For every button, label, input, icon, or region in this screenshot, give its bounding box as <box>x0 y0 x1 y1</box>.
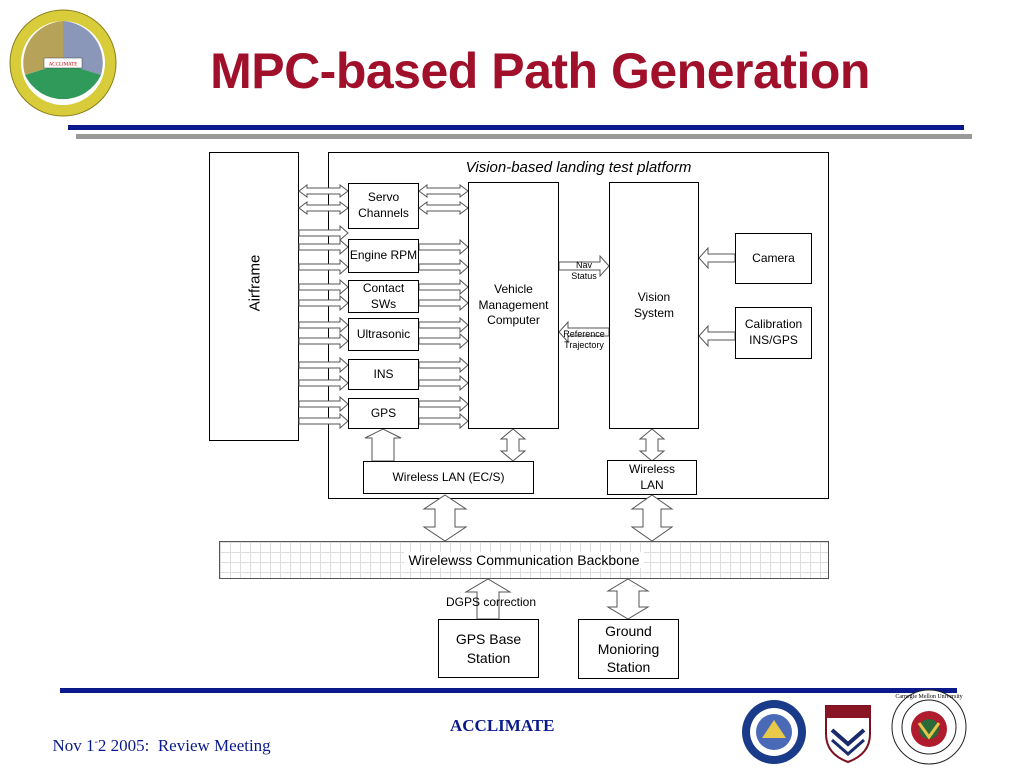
reference-trajectory-label: Reference Trajectory <box>563 329 605 350</box>
footer-date-rest: 2 2005: Review Meeting <box>97 736 271 755</box>
university-seal-2 <box>818 700 878 766</box>
nav-status-arrow <box>558 254 610 278</box>
sensor-vmc-arrows <box>418 238 469 430</box>
gps-base-backbone-arrow <box>464 578 512 620</box>
gps-box: GPS <box>348 398 419 429</box>
vision-wlan-arrow <box>638 428 666 462</box>
wlan-ecs-backbone-arrow <box>422 494 468 542</box>
ultrasonic-box: Ultrasonic <box>348 318 419 351</box>
vision-system-box: Vision System <box>609 182 699 429</box>
seal-3-top-text: Carnegie Mellon University <box>895 694 962 700</box>
ground-backbone-arrow <box>606 578 650 620</box>
wireless-lan-box: Wireless LAN <box>607 460 697 495</box>
engine-rpm-box: Engine RPM <box>348 239 419 273</box>
page-title: MPC-based Path Generation <box>210 43 870 99</box>
footer-rule <box>60 688 957 693</box>
university-seal-1 <box>740 698 808 766</box>
seal-1-graphic <box>742 700 806 764</box>
footer-date-prefix: Nov 1 <box>52 736 95 755</box>
dgps-correction-label: DGPS correction <box>445 595 537 609</box>
airframe-servo-arrow <box>298 184 349 215</box>
logo-center-text: ACCLIMATE <box>49 63 78 68</box>
reference-trajectory-arrow <box>558 320 610 344</box>
servo-vmc-arrow <box>418 184 469 215</box>
airframe-sensor-arrows <box>298 224 349 430</box>
acclimate-logo: ACCLIMATE <box>8 8 118 118</box>
acclimate-logo-graphic: ACCLIMATE <box>9 9 117 117</box>
seal-3-graphic: Carnegie Mellon University <box>891 689 967 765</box>
footer-date-sup: - <box>94 736 98 748</box>
gps-base-station-box: GPS Base Station <box>438 619 539 678</box>
wlan-vmc-arrow <box>499 428 527 462</box>
calibration-vision-arrow <box>698 324 736 348</box>
seal-2-graphic <box>825 705 871 764</box>
platform-title: Vision-based landing test platform <box>465 159 692 176</box>
communication-backbone: Wirelewss Communication Backbone <box>219 541 829 579</box>
nav-status-label: Nav Status <box>571 260 597 281</box>
footer-center-text: ACCLIMATE <box>450 716 555 735</box>
vehicle-management-computer-box: Vehicle Management Computer <box>468 182 559 429</box>
ground-monitoring-station-box: Ground Monioring Station <box>578 619 679 679</box>
backbone-label: Wirelewss Communication Backbone <box>404 552 644 568</box>
calibration-ins-gps-box: Calibration INS/GPS <box>735 307 812 359</box>
airframe-block: Airframe <box>209 152 299 441</box>
carnegie-mellon-seal: Carnegie Mellon University <box>890 688 968 766</box>
servo-channels-box: Servo Channels <box>348 183 419 229</box>
footer-date: Nov 1-2 2005: Review Meeting <box>44 716 271 756</box>
wlan-backbone-arrow <box>630 494 674 542</box>
title-rule-blue <box>68 125 964 130</box>
title-rule-grey <box>76 134 972 139</box>
wireless-lan-ecs-box: Wireless LAN (EC/S) <box>363 461 534 494</box>
contact-sws-box: Contact SWs <box>348 280 419 313</box>
wlan-gps-arrow <box>364 428 402 462</box>
ins-box: INS <box>348 359 419 390</box>
camera-vision-arrow <box>698 246 736 270</box>
camera-box: Camera <box>735 233 812 284</box>
